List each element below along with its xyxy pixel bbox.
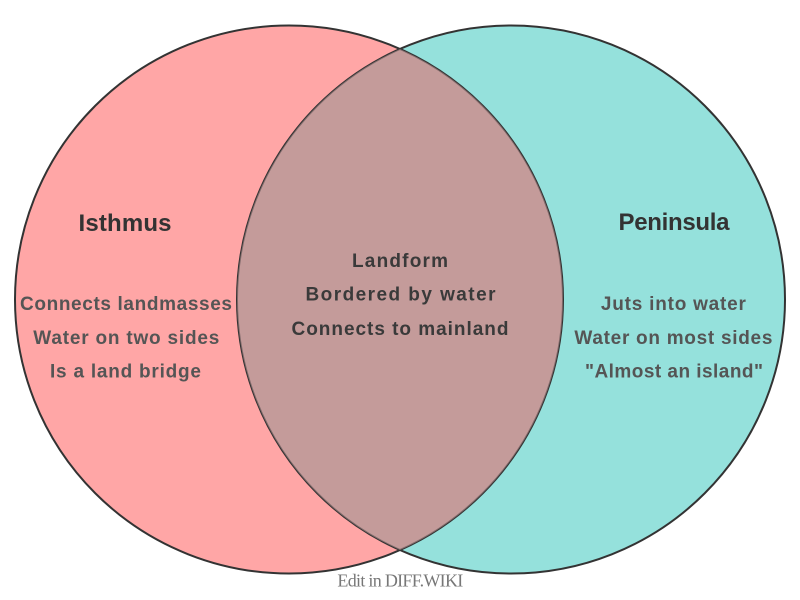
svg-text:Landform: Landform xyxy=(352,251,448,272)
svg-text:Isthmus: Isthmus xyxy=(79,210,172,237)
svg-text:Is a land bridge: Is a land bridge xyxy=(50,362,201,383)
svg-text:Bordered by water: Bordered by water xyxy=(306,284,497,305)
svg-text:Peninsula: Peninsula xyxy=(619,209,731,236)
svg-text:Connects to mainland: Connects to mainland xyxy=(292,319,509,340)
svg-text:Water on two sides: Water on two sides xyxy=(33,328,219,349)
svg-text:Connects landmasses: Connects landmasses xyxy=(20,294,232,315)
svg-text:Edit in DIFF.WIKI: Edit in DIFF.WIKI xyxy=(337,571,463,591)
svg-text:Water on most sides: Water on most sides xyxy=(574,328,772,349)
svg-text:"Almost an island": "Almost an island" xyxy=(585,362,763,383)
svg-text:Juts into water: Juts into water xyxy=(601,294,747,315)
